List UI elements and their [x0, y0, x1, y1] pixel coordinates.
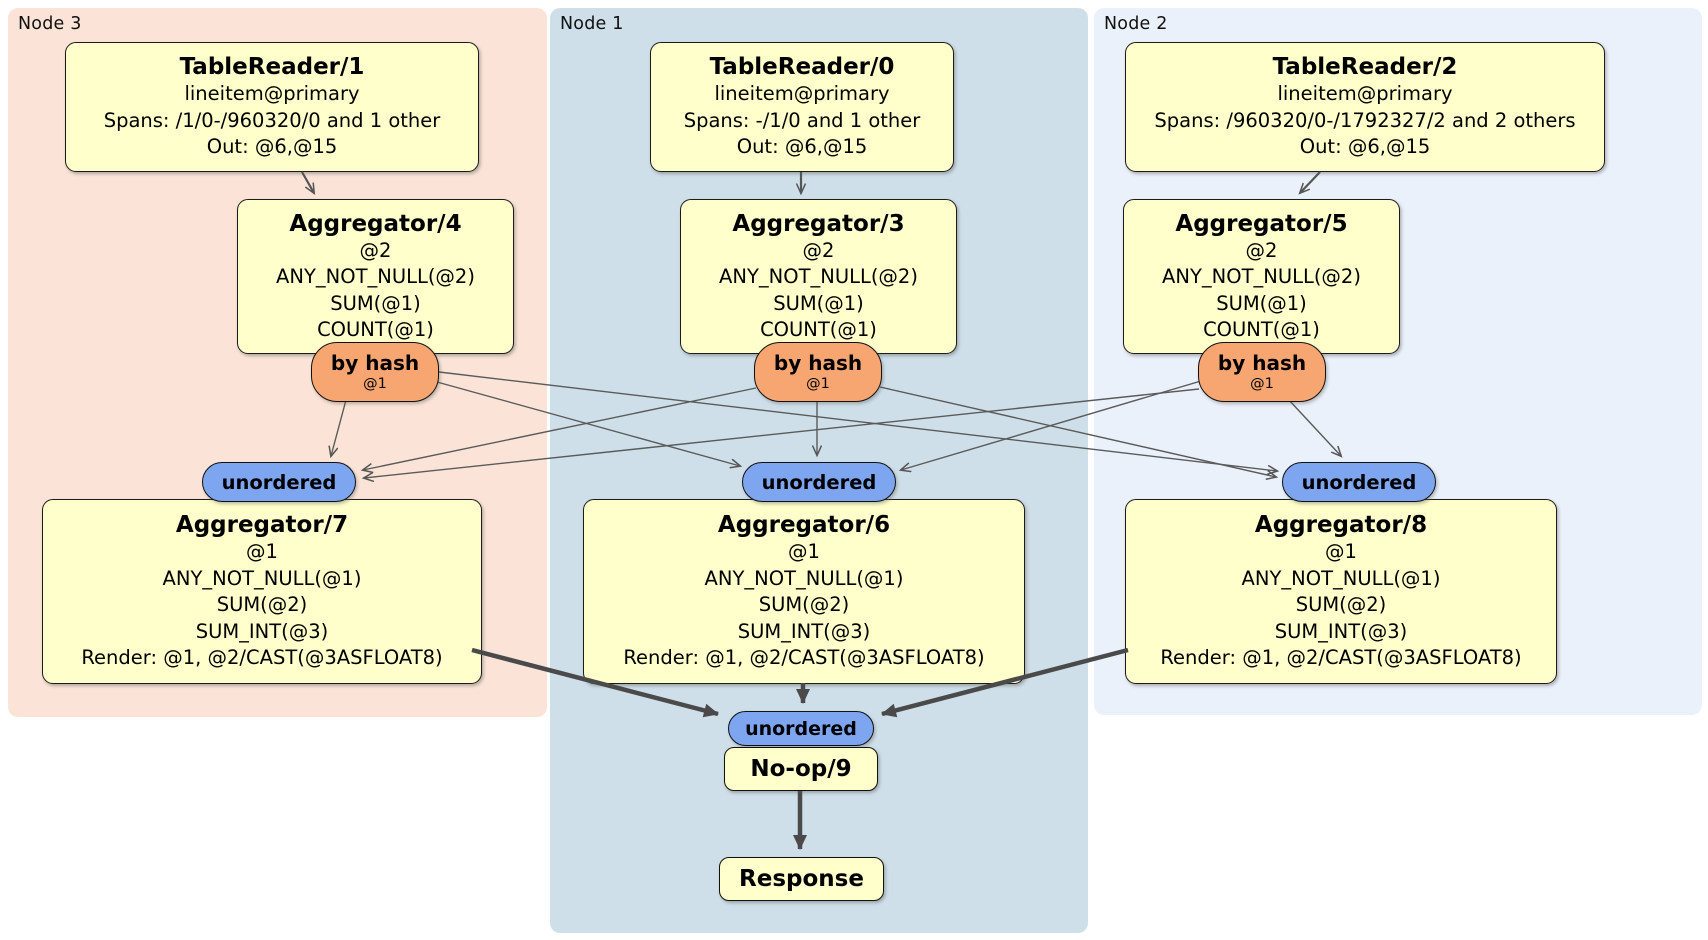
node3-hash-router: by hash @1: [311, 342, 439, 402]
node1-region-label: Node 1: [560, 14, 624, 34]
processor-title: Response: [739, 866, 864, 892]
processor-title: TableReader/2: [1272, 54, 1458, 81]
processor-detail: @1: [1325, 540, 1357, 564]
processor-title: TableReader/1: [179, 54, 365, 81]
aggregator-4-box: Aggregator/4 @2 ANY_NOT_NULL(@2) SUM(@1)…: [237, 199, 514, 354]
processor-detail: @2: [802, 238, 835, 262]
router-label: by hash: [330, 350, 420, 375]
processor-detail: SUM_INT(@3): [737, 619, 871, 643]
processor-detail: ANY_NOT_NULL(@2): [719, 265, 918, 288]
node1-hash-router: by hash @1: [754, 342, 882, 402]
processor-detail: Render: @1, @2/CAST(@3ASFLOAT8): [623, 646, 985, 670]
processor-detail: SUM(@1): [330, 291, 421, 315]
router-detail: @1: [806, 375, 830, 392]
processor-detail: @2: [1245, 238, 1278, 262]
sync-label: unordered: [221, 470, 337, 494]
processor-detail: Render: @1, @2/CAST(@3ASFLOAT8): [1160, 646, 1522, 670]
processor-detail: SUM(@2): [216, 593, 308, 617]
aggregator-7-box: Aggregator/7 @1 ANY_NOT_NULL(@1) SUM(@2)…: [42, 499, 482, 684]
processor-detail: SUM_INT(@3): [195, 619, 329, 643]
processor-detail: Spans: /960320/0-/1792327/2 and 2 others: [1154, 108, 1576, 132]
sync-label: unordered: [745, 717, 857, 740]
aggregator-3-box: Aggregator/3 @2 ANY_NOT_NULL(@2) SUM(@1)…: [680, 199, 957, 354]
router-label: by hash: [1217, 350, 1307, 375]
processor-title: Aggregator/5: [1175, 210, 1348, 237]
processor-title: Aggregator/6: [717, 512, 891, 539]
node3-unordered-sync: unordered: [202, 462, 356, 502]
processor-title: Aggregator/8: [1254, 512, 1428, 539]
processor-detail: ANY_NOT_NULL(@2): [276, 265, 475, 288]
processor-title: Aggregator/3: [732, 210, 905, 237]
processor-detail: lineitem@primary: [1277, 82, 1453, 106]
processor-detail: Render: @1, @2/CAST(@3ASFLOAT8): [81, 646, 443, 670]
processor-detail: ANY_NOT_NULL(@1): [162, 566, 362, 590]
noop-9-box: No-op/9: [724, 747, 878, 791]
processor-detail: @1: [246, 540, 278, 564]
aggregator-5-box: Aggregator/5 @2 ANY_NOT_NULL(@2) SUM(@1)…: [1123, 199, 1400, 354]
processor-detail: Out: @6,@15: [1299, 135, 1431, 159]
sync-label: unordered: [761, 470, 877, 494]
response-box: Response: [719, 857, 884, 901]
node1-unordered-sync: unordered: [742, 462, 896, 502]
aggregator-6-box: Aggregator/6 @1 ANY_NOT_NULL(@1) SUM(@2)…: [583, 499, 1025, 684]
processor-detail: COUNT(@1): [760, 318, 877, 341]
processor-detail: ANY_NOT_NULL(@1): [704, 566, 904, 590]
aggregator-8-box: Aggregator/8 @1 ANY_NOT_NULL(@1) SUM(@2)…: [1125, 499, 1557, 684]
processor-detail: COUNT(@1): [317, 318, 434, 341]
node2-region-label: Node 2: [1104, 14, 1168, 34]
processor-detail: @1: [788, 540, 820, 564]
node3-region-label: Node 3: [18, 14, 82, 34]
processor-title: TableReader/0: [709, 54, 895, 81]
final-unordered-sync: unordered: [728, 711, 874, 746]
processor-detail: Spans: -/1/0 and 1 other: [683, 108, 921, 132]
tablereader-1-box: TableReader/1 lineitem@primary Spans: /1…: [65, 42, 479, 172]
processor-detail: Spans: /1/0-/960320/0 and 1 other: [103, 108, 441, 132]
tablereader-0-box: TableReader/0 lineitem@primary Spans: -/…: [650, 42, 954, 172]
processor-detail: lineitem@primary: [714, 82, 890, 106]
processor-detail: SUM(@2): [758, 593, 850, 617]
tablereader-2-box: TableReader/2 lineitem@primary Spans: /9…: [1125, 42, 1605, 172]
processor-detail: SUM(@1): [1216, 291, 1307, 315]
processor-detail: SUM(@2): [1295, 593, 1387, 617]
processor-title: No-op/9: [750, 756, 852, 782]
node2-unordered-sync: unordered: [1282, 462, 1436, 502]
processor-detail: ANY_NOT_NULL(@1): [1241, 566, 1441, 590]
router-detail: @1: [1250, 375, 1274, 392]
processor-detail: @2: [359, 238, 392, 262]
processor-title: Aggregator/7: [175, 512, 349, 539]
processor-detail: Out: @6,@15: [206, 135, 338, 159]
processor-detail: SUM_INT(@3): [1274, 619, 1408, 643]
processor-detail: SUM(@1): [773, 291, 864, 315]
processor-title: Aggregator/4: [289, 210, 462, 237]
router-detail: @1: [363, 375, 387, 392]
router-label: by hash: [773, 350, 863, 375]
node2-hash-router: by hash @1: [1198, 342, 1326, 402]
processor-detail: Out: @6,@15: [736, 135, 868, 159]
sync-label: unordered: [1301, 470, 1417, 494]
processor-detail: ANY_NOT_NULL(@2): [1162, 265, 1361, 288]
processor-detail: lineitem@primary: [184, 82, 360, 106]
processor-detail: COUNT(@1): [1203, 318, 1320, 341]
